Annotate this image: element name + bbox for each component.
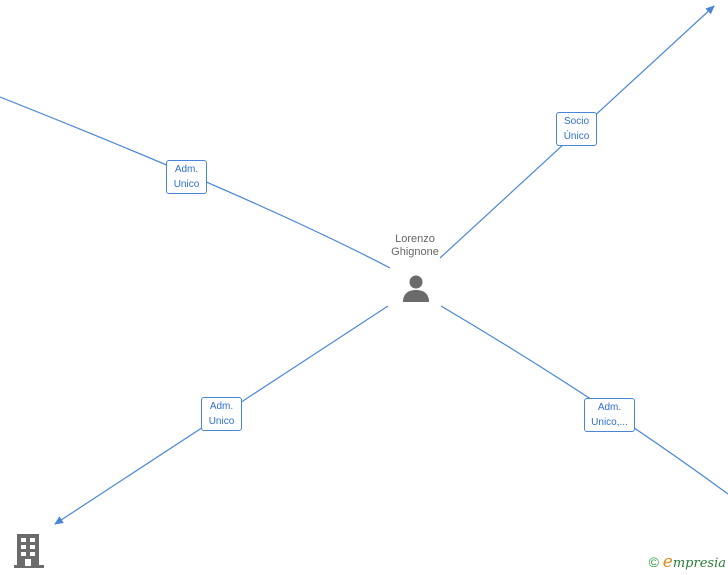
edge-label-line2: Único: [563, 131, 590, 142]
person-icon[interactable]: [401, 273, 431, 303]
edge-label-line2: Unico: [173, 179, 200, 190]
edge-label-bottom-left[interactable]: Adm. Unico: [201, 397, 242, 431]
edge-label-top-right[interactable]: Socio Único: [556, 112, 597, 146]
brand-logo: empresia: [663, 552, 726, 572]
edge-label-line1: Adm.: [209, 401, 234, 412]
brand-rest: mpresia: [672, 556, 726, 571]
edge-label-top-left[interactable]: Adm. Unico: [166, 160, 207, 194]
edge-label-line2: Unico: [208, 416, 235, 427]
center-node-name-line1: Lorenzo: [395, 233, 435, 245]
copyright-symbol: ©: [648, 554, 659, 570]
edge-label-bottom-right[interactable]: Adm. Unico,...: [584, 398, 635, 432]
footer-branding: © empresia: [649, 552, 726, 572]
edge-label-line1: Adm.: [174, 164, 199, 175]
edge-label-line2: Unico,...: [591, 417, 628, 428]
edge-label-line1: Socio: [563, 116, 589, 127]
center-node-name-line2: Ghignone: [391, 246, 439, 258]
brand-initial: e: [662, 552, 673, 572]
edge-label-line1: Adm.: [597, 402, 622, 413]
building-icon[interactable]: [14, 533, 44, 569]
edge-top-left[interactable]: [0, 96, 391, 269]
center-node-name[interactable]: Lorenzo Ghignone: [380, 233, 450, 259]
